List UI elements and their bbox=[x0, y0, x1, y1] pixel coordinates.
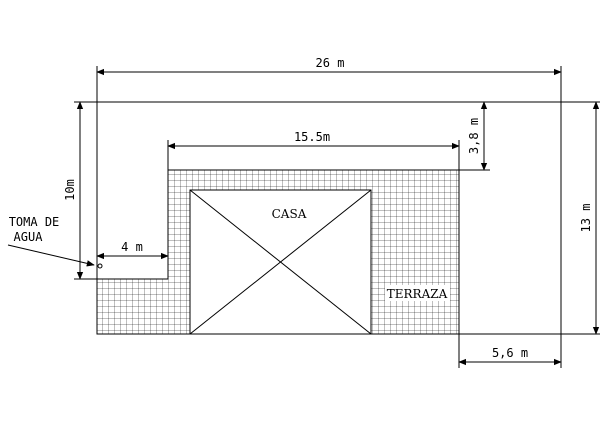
toma-label-line2: AGUA bbox=[14, 230, 44, 244]
terraza-label-bg bbox=[385, 285, 450, 301]
water-tap-icon bbox=[97, 263, 103, 269]
dim-left-height-label: 10m bbox=[63, 179, 77, 201]
dim-total-height-label: 13 m bbox=[579, 204, 593, 233]
house-cross-line-2 bbox=[189, 189, 372, 335]
terraza-label: TERRAZA bbox=[387, 287, 448, 301]
toma-leader-line bbox=[7, 244, 95, 267]
dim-bottom-right-label: 5,6 m bbox=[492, 346, 528, 360]
dim-left-step-label: 4 m bbox=[121, 240, 143, 254]
toma-label-line1: TOMA DE bbox=[9, 215, 60, 229]
dim-total-width-label: 26 m bbox=[316, 56, 345, 70]
dim-top-gap-label: 3,8 m bbox=[467, 118, 481, 154]
dim-inner-width-label: 15.5m bbox=[294, 130, 330, 144]
casa-label: CASA bbox=[272, 207, 307, 221]
